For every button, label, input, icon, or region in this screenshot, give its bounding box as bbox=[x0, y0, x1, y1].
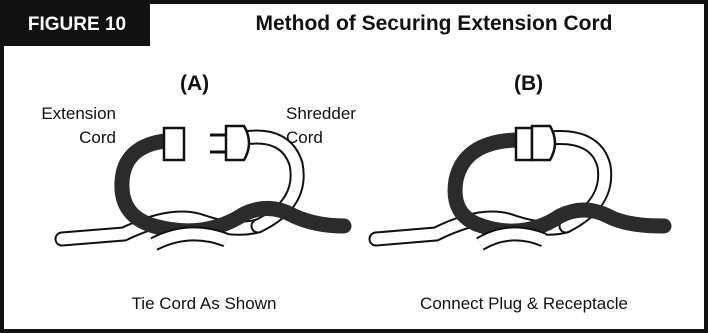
extension-cord-label-line1: Extension bbox=[41, 104, 116, 123]
panel-b-illustration bbox=[368, 124, 672, 251]
panel-b-caption: Connect Plug & Receptacle bbox=[420, 294, 628, 313]
figure-title: Method of Securing Extension Cord bbox=[255, 12, 613, 35]
extension-cord-label-line2: Cord bbox=[79, 128, 116, 147]
shredder-cord-label-line2: Cord bbox=[286, 128, 323, 147]
panel-a-label: (A) bbox=[180, 72, 210, 95]
panel-a-receptacle bbox=[162, 126, 186, 162]
panel-a-illustration bbox=[54, 124, 352, 251]
panel-b-receptacle bbox=[514, 126, 534, 162]
panel-b-plug bbox=[530, 124, 557, 162]
cord-illustrations bbox=[54, 124, 672, 251]
figure-tag: FIGURE 10 bbox=[4, 4, 150, 46]
panel-a-caption: Tie Cord As Shown bbox=[131, 294, 277, 313]
panel-a-plug bbox=[210, 124, 251, 162]
shredder-cord-label: Shredder Cord bbox=[286, 102, 356, 150]
shredder-cord-label-line1: Shredder bbox=[286, 104, 356, 123]
extension-cord-label: Extension Cord bbox=[8, 102, 116, 150]
panel-b-label: (B) bbox=[514, 72, 544, 95]
